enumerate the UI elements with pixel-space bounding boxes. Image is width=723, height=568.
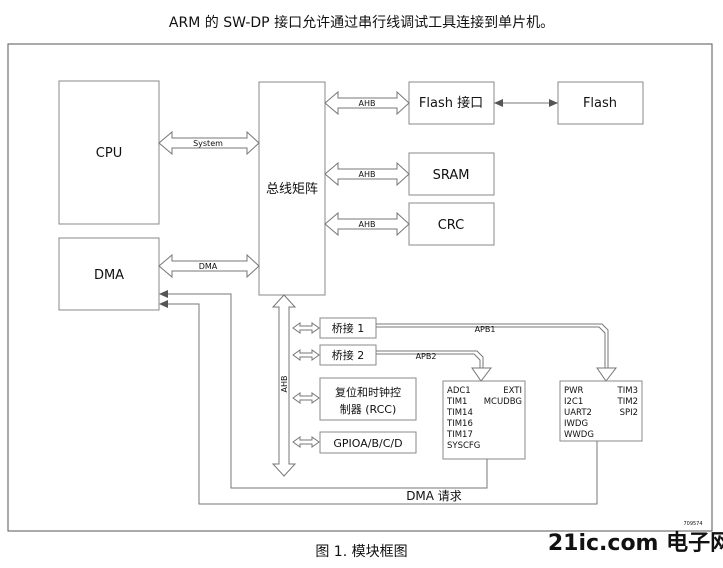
ahb-flash-arrow: [324, 90, 410, 116]
sram-block: [408, 152, 495, 196]
figure-code: 709574: [683, 521, 702, 527]
flash-interface-label: Flash 接口: [419, 95, 483, 111]
sram-label: SRAM: [433, 168, 470, 183]
crc-label: CRC: [438, 218, 465, 233]
apb2-peripherals-block: [442, 380, 526, 460]
apb1-item: PWR: [564, 386, 584, 396]
system-bus-arrow: [158, 130, 260, 156]
apb1-item: SPI2: [620, 408, 638, 418]
apb1-item: TIM3: [617, 386, 638, 396]
dma-request-arrowhead-2: [159, 300, 168, 308]
apb2-item: TIM16: [446, 419, 473, 429]
dma-request-line-apb1: [163, 303, 598, 505]
apb2-left-list: ADC1 TIM1 TIM14 TIM16 TIM17 SYSCFG: [446, 386, 480, 451]
bridge2-connector: [292, 349, 320, 361]
apb1-line: [376, 323, 609, 368]
gpio-connector: [292, 436, 320, 448]
dma-bus-label: DMA: [199, 262, 218, 271]
flash-link-arrowhead-right: [549, 99, 558, 107]
apb2-right-list: EXTI MCUDBG: [484, 386, 522, 407]
rcc-label-line2: 制器 (RCC): [340, 403, 397, 416]
dma-block: [58, 237, 160, 311]
dma-request-arrowhead-1: [159, 290, 168, 298]
rcc-connector: [292, 392, 320, 404]
ahb-vertical-label: AHB: [280, 376, 289, 393]
apb2-item: SYSCFG: [447, 441, 480, 451]
dma-request-label: DMA 请求: [406, 489, 462, 503]
bus-matrix-block: [258, 81, 326, 296]
ahb-crc-arrow: [324, 211, 410, 237]
ahb-sram-arrow: [324, 161, 410, 187]
flash-link-arrowhead-left: [494, 99, 503, 107]
apb2-arrowhead: [471, 367, 493, 382]
ahb-flash-label: AHB: [359, 99, 376, 108]
ahb-sram-label: AHB: [359, 170, 376, 179]
cpu-label: CPU: [96, 146, 122, 161]
bridge1-block: [319, 317, 377, 339]
dma-label: DMA: [94, 268, 124, 283]
apb1-label: APB1: [475, 325, 496, 334]
caption-bottom: 图 1. 模块框图: [315, 544, 408, 560]
rcc-block: [319, 377, 417, 421]
bridge2-label: 桥接 2: [332, 349, 365, 362]
apb2-item: TIM14: [446, 408, 473, 418]
dma-request-line-apb2: [163, 293, 488, 489]
apb2-item: MCUDBG: [484, 397, 522, 407]
ahb-vertical-arrow: [271, 294, 297, 477]
apb1-item: WWDG: [564, 430, 594, 440]
apb1-line-inner: [376, 326, 606, 368]
crc-block: [408, 202, 495, 246]
caption-top: ARM 的 SW-DP 接口允许通过串行线调试工具连接到单片机。: [168, 15, 555, 31]
apb1-item: I2C1: [564, 397, 583, 407]
apb2-line: [376, 350, 484, 368]
gpio-block: [319, 431, 417, 454]
cpu-block: [58, 80, 160, 225]
apb2-label: APB2: [416, 352, 437, 361]
ahb-crc-label: AHB: [359, 220, 376, 229]
apb2-item: TIM17: [446, 430, 473, 440]
dma-bus-arrow: [158, 253, 260, 279]
apb2-line-inner: [376, 353, 481, 368]
apb2-item: TIM1: [446, 397, 467, 407]
flash-block: [557, 81, 644, 125]
apb1-right-list: TIM3 TIM2 SPI2: [617, 386, 638, 418]
watermark: 21ic.com 电子网: [548, 531, 723, 556]
apb1-item: IWDG: [564, 419, 588, 429]
bridge1-label: 桥接 1: [332, 322, 365, 335]
bridge1-connector: [292, 322, 320, 334]
apb1-item: UART2: [564, 408, 592, 418]
apb2-item: ADC1: [447, 386, 471, 396]
bus-matrix-label: 总线矩阵: [266, 182, 318, 197]
flash-label: Flash: [583, 96, 617, 111]
apb1-peripherals-block: [559, 380, 643, 442]
rcc-label-line1: 复位和时钟控: [335, 385, 401, 399]
apb1-arrowhead: [596, 367, 618, 382]
apb2-item: EXTI: [503, 386, 522, 396]
apb1-left-list: PWR I2C1 UART2 IWDG WWDG: [564, 386, 594, 440]
bridge2-block: [319, 344, 377, 366]
gpio-label: GPIOA/B/C/D: [333, 437, 402, 450]
system-bus-label: System: [193, 139, 223, 148]
flash-interface-block: [408, 81, 495, 125]
apb1-item: TIM2: [617, 397, 638, 407]
